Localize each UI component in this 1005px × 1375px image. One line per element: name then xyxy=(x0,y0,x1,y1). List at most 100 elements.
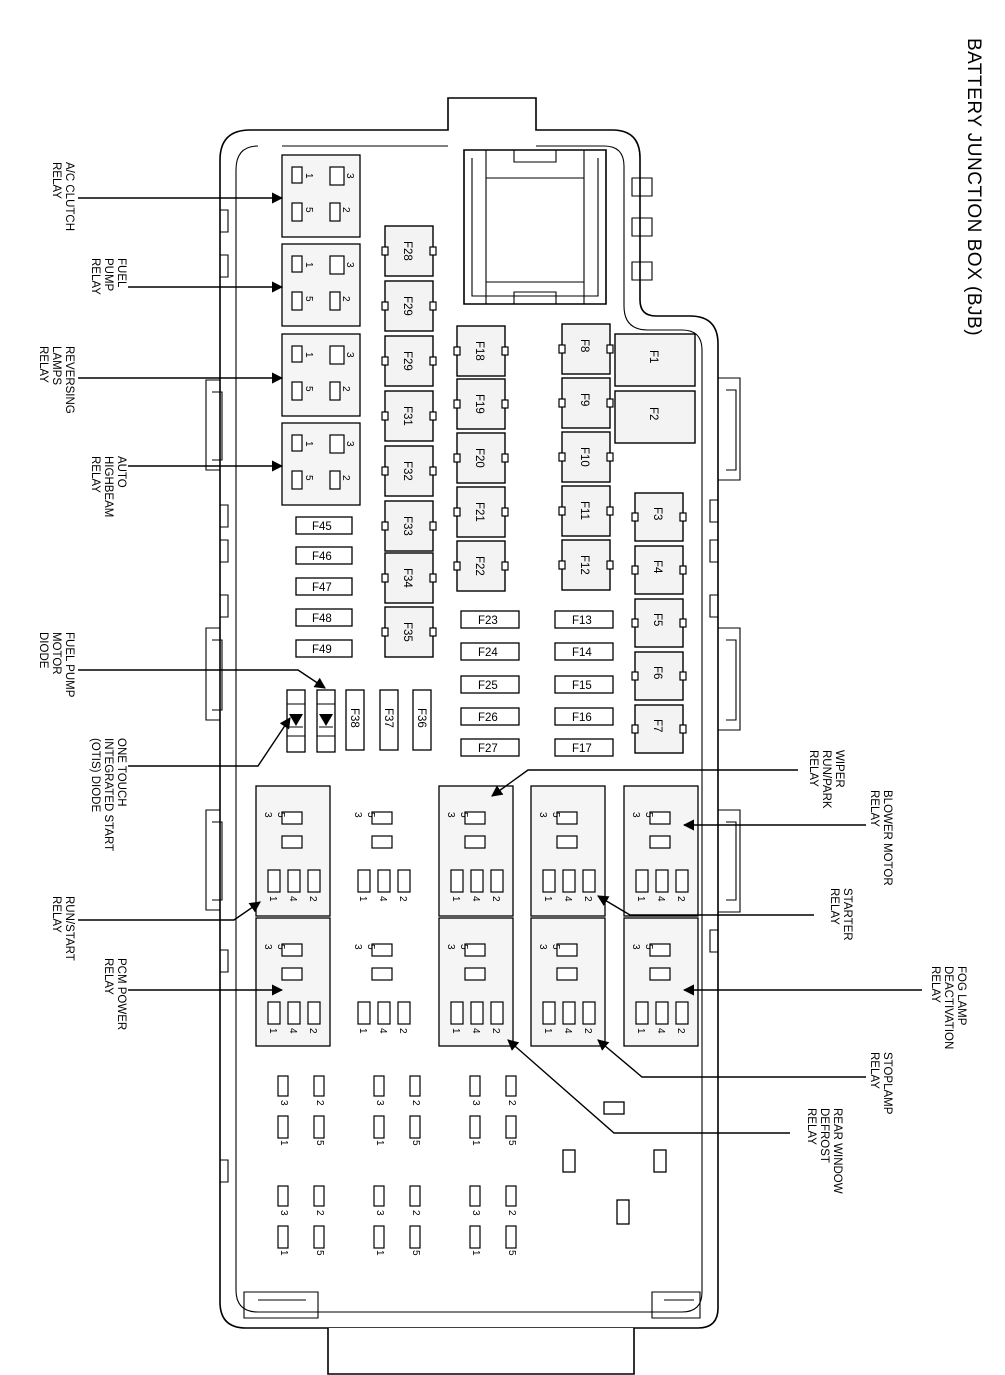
callout-line: RELAY xyxy=(868,1052,880,1089)
fuse-f13: F13 xyxy=(554,610,614,629)
callout-line: WIPER xyxy=(833,750,845,788)
pin-label: 3 xyxy=(352,812,363,818)
pin-label: 2 xyxy=(506,1100,517,1106)
fuse-label: F22 xyxy=(473,556,485,576)
pin-label: 2 xyxy=(307,896,318,902)
fuse-f5: F5 xyxy=(631,598,687,648)
pin-label: 3 xyxy=(278,1100,289,1106)
fuse-label: F48 xyxy=(312,613,332,625)
callout-line: RELAY xyxy=(828,888,840,925)
pin-label: 4 xyxy=(655,896,666,902)
fuse-label: F25 xyxy=(478,680,498,692)
fuse-f9: F9 xyxy=(558,377,614,429)
fuse-label: F27 xyxy=(478,743,498,755)
callout-line: RELAY xyxy=(807,750,819,787)
pin-label: 3 xyxy=(470,1100,481,1106)
callout-line: RELAY xyxy=(102,958,114,995)
pin-label: 3 xyxy=(630,812,641,818)
fuse-label: F8 xyxy=(578,339,590,352)
fuse-label: F49 xyxy=(312,644,332,656)
fuse-f23: F23 xyxy=(460,610,520,629)
pin-label: 1 xyxy=(450,1028,461,1034)
callout-line: ONE TOUCH xyxy=(115,738,127,807)
fuse-f34: F34 xyxy=(381,552,437,604)
pin-label: 5 xyxy=(458,944,469,950)
fuse-f22: F22 xyxy=(453,540,509,592)
pin-label: 2 xyxy=(675,1028,686,1034)
pin-label: 1 xyxy=(278,1140,289,1146)
fuse-label: F46 xyxy=(312,551,332,563)
fuse-label: F3 xyxy=(651,507,663,520)
diode-pair xyxy=(286,689,336,753)
callout-line: RUN/PARK xyxy=(820,750,832,809)
fuse-f33: F33 xyxy=(381,500,437,552)
pin-label: 5 xyxy=(410,1250,421,1256)
fuse-f24: F24 xyxy=(460,642,520,661)
pin-label: 3 xyxy=(344,173,355,179)
pin-label: 5 xyxy=(506,1140,517,1146)
callout-line: RELAY xyxy=(50,162,62,199)
callout-line: PCM POWER xyxy=(115,958,127,1030)
callout-line: A/C CLUTCH xyxy=(63,162,75,231)
fuse-f29: F29 xyxy=(381,335,437,387)
pin-label: 3 xyxy=(344,441,355,447)
fuse-f35: F35 xyxy=(381,606,437,658)
fuse-f36: F36 xyxy=(412,689,432,751)
pin-label: 1 xyxy=(303,262,314,268)
pin-label: 4 xyxy=(377,1028,388,1034)
fuse-f46: F46 xyxy=(295,546,353,565)
fuse-label: F1 xyxy=(647,350,659,363)
callout-line: FUEL xyxy=(115,258,127,288)
fuse-f2: F2 xyxy=(614,390,696,444)
fuse-label: F29 xyxy=(401,296,413,316)
fuse-f12: F12 xyxy=(558,539,614,591)
callout-line: AUTO xyxy=(115,456,127,488)
callout-line: FUEL PUMP xyxy=(63,632,75,698)
callout-line: RELAY xyxy=(89,258,101,295)
fuse-f10: F10 xyxy=(558,431,614,483)
pin-label: 2 xyxy=(675,896,686,902)
pin-label: 4 xyxy=(562,1028,573,1034)
pin-label: 3 xyxy=(445,812,456,818)
fuse-label: F23 xyxy=(478,615,498,627)
pin-label: 4 xyxy=(287,896,298,902)
callout-line: RELAY xyxy=(805,1108,817,1145)
pin-label: 4 xyxy=(470,896,481,902)
callout-line: FOG LAMP xyxy=(955,966,967,1026)
pin-label: 4 xyxy=(562,896,573,902)
fuse-f3: F3 xyxy=(631,492,687,542)
fuse-label: F7 xyxy=(651,719,663,732)
fuse-f14: F14 xyxy=(554,642,614,661)
fuse-f21: F21 xyxy=(453,486,509,538)
fuse-f20: F20 xyxy=(453,432,509,484)
fuse-label: F26 xyxy=(478,712,498,724)
pin-label: 4 xyxy=(655,1028,666,1034)
fuse-label: F29 xyxy=(401,351,413,371)
pin-label: 1 xyxy=(542,1028,553,1034)
fuse-label: F21 xyxy=(473,502,485,522)
fuse-f11: F11 xyxy=(558,485,614,537)
callout-line: DEFROST xyxy=(818,1108,830,1163)
callout-line: (OTIS) DIODE xyxy=(89,738,101,812)
pin-label: 3 xyxy=(537,812,548,818)
pin-label: 3 xyxy=(374,1100,385,1106)
fuse-f19: F19 xyxy=(453,378,509,430)
pin-label: 2 xyxy=(410,1100,421,1106)
pin-label: 5 xyxy=(365,944,376,950)
fuse-label: F35 xyxy=(401,622,413,642)
